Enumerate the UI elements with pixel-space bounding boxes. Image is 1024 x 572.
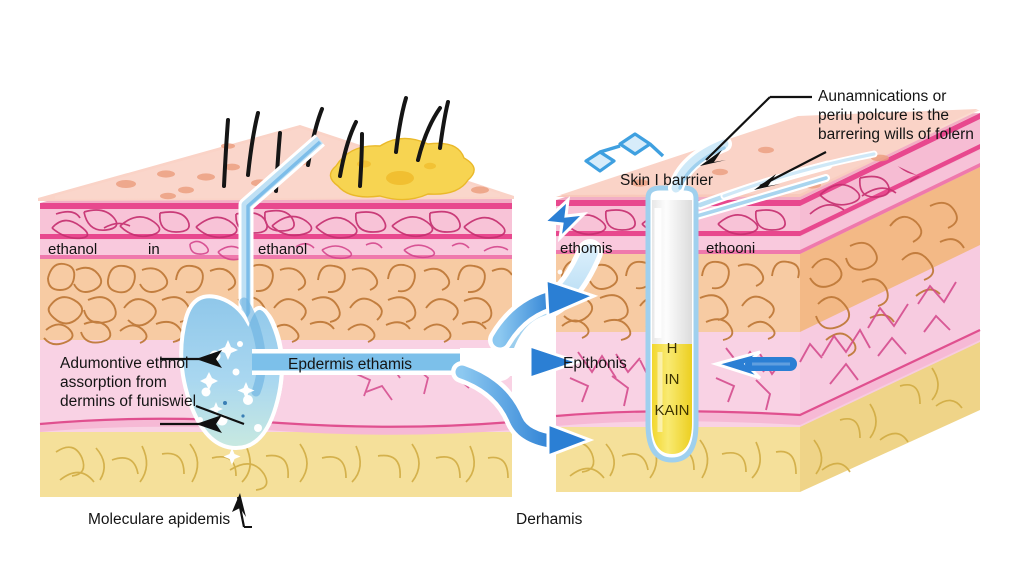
left-granular-layer <box>40 239 512 259</box>
inline-label-left-2: ethanol <box>258 241 308 258</box>
left-dermis-divider-line <box>39 417 513 428</box>
inline-label-right-1: ethooni <box>706 240 756 257</box>
inline-label-left-1: in <box>148 241 160 258</box>
vial-stream <box>668 136 732 196</box>
label-bottom-left: Moleculare apidemis <box>88 511 231 528</box>
corneum-texture-left <box>51 209 506 240</box>
epidermis-texture-left <box>43 262 512 346</box>
hypodermis-texture-left <box>55 443 509 491</box>
left-corneum-bottom-line <box>40 234 512 239</box>
inline-label-left-0: ethanol <box>48 241 98 258</box>
left-epidermis <box>40 258 512 340</box>
inline-label-right-0: ethomis <box>560 240 613 257</box>
right-corneum-side <box>800 113 980 237</box>
dermis-pointer-2 <box>195 404 245 426</box>
label-bottom-right: Derhamis <box>516 511 583 528</box>
label-epithonis-right: Epithonis <box>563 355 627 372</box>
left-dermis-divider <box>40 417 512 435</box>
right-dermis-divider-side <box>800 329 980 425</box>
right-granular-side <box>800 149 980 254</box>
molecule-chain-icon <box>584 132 665 173</box>
label-epidermis-left: Epdermis ethamis <box>288 356 413 373</box>
callout-arrowheads <box>196 150 780 517</box>
right-skin-block <box>555 109 981 492</box>
vial-line-2: KAIN <box>654 402 690 419</box>
left-granular-bottom-line <box>40 255 512 259</box>
callout-top-right: Aunamnications or periu polcure is the b… <box>818 88 974 143</box>
right-epidermis-side <box>800 166 980 332</box>
right-dermis-side <box>800 243 980 427</box>
injection-vial <box>645 185 699 463</box>
sebum-blob <box>329 137 475 201</box>
label-skin-barrier: Skin I barrrier <box>620 172 714 189</box>
left-stratum-corneum <box>40 203 512 240</box>
granular-texture-left <box>189 240 509 261</box>
right-hypodermis-side <box>800 340 980 492</box>
follicle-channel <box>238 134 325 340</box>
callout-left-dermis: Adumontive ethnol assorption from dermin… <box>60 355 197 410</box>
droplet-sparkles <box>197 340 262 465</box>
vial-line-0: H <box>666 340 678 357</box>
vial-line-1: IN <box>664 371 680 388</box>
right-corneum-topline <box>556 113 980 206</box>
left-skin-block <box>38 96 520 497</box>
left-hypodermis <box>40 430 512 497</box>
transfer-arrows <box>451 196 797 459</box>
left-corneum-top-line <box>40 203 512 209</box>
left-block-textures <box>43 209 512 491</box>
